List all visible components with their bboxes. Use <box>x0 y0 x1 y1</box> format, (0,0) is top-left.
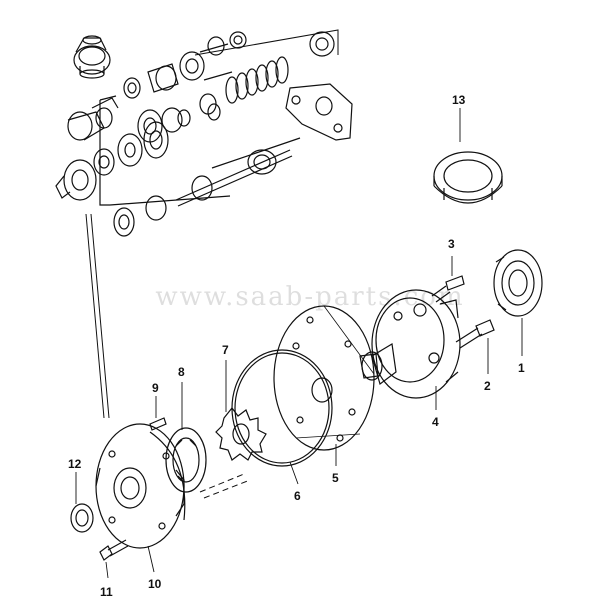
leader-line <box>85 213 105 419</box>
callout-7: 7 <box>222 343 229 357</box>
part-13-sealing-sleeve <box>433 151 503 204</box>
callout-10: 10 <box>148 577 162 591</box>
alignment-arrows <box>199 473 251 499</box>
bearing-row-upper <box>123 31 335 99</box>
callout-6: 6 <box>294 489 301 503</box>
callout-4: 4 <box>432 415 439 429</box>
part-5-pump-plate <box>273 305 375 451</box>
part-10-pump-body <box>95 423 186 549</box>
part-9-dowel-pin <box>149 417 167 431</box>
part-3-bolt <box>431 275 465 303</box>
callout-numbers: 1 2 3 4 5 6 7 8 9 10 11 12 13 <box>68 93 525 599</box>
callout-2: 2 <box>484 379 491 393</box>
leader-line <box>90 213 110 419</box>
mainshaft-assembly <box>67 97 191 143</box>
part-8-outer-rotor <box>165 427 207 493</box>
callout-13: 13 <box>452 93 466 107</box>
part-1-oil-seal <box>493 249 543 317</box>
gearbox-end-housing <box>285 83 353 141</box>
final-drive-gear <box>55 159 97 201</box>
part-12-seal <box>70 503 94 533</box>
differential-gear <box>73 35 111 79</box>
synchro-rings <box>225 56 289 104</box>
countershaft-gears <box>93 93 221 176</box>
callout-8: 8 <box>178 365 185 379</box>
input-shaft <box>175 137 301 207</box>
part-4-pump-housing <box>359 289 461 399</box>
part-7-inner-rotor <box>215 407 267 461</box>
callout-5: 5 <box>332 471 339 485</box>
callout-11: 11 <box>100 585 113 599</box>
reverse-idler <box>113 195 167 237</box>
callout-leaders <box>75 108 523 579</box>
part-11-bolt <box>99 539 129 561</box>
callout-3: 3 <box>448 237 455 251</box>
callout-12: 12 <box>68 457 82 471</box>
callout-9: 9 <box>152 381 159 395</box>
callout-1: 1 <box>518 361 525 375</box>
part-6-o-ring <box>231 349 333 467</box>
gearbox-inset <box>55 29 353 237</box>
